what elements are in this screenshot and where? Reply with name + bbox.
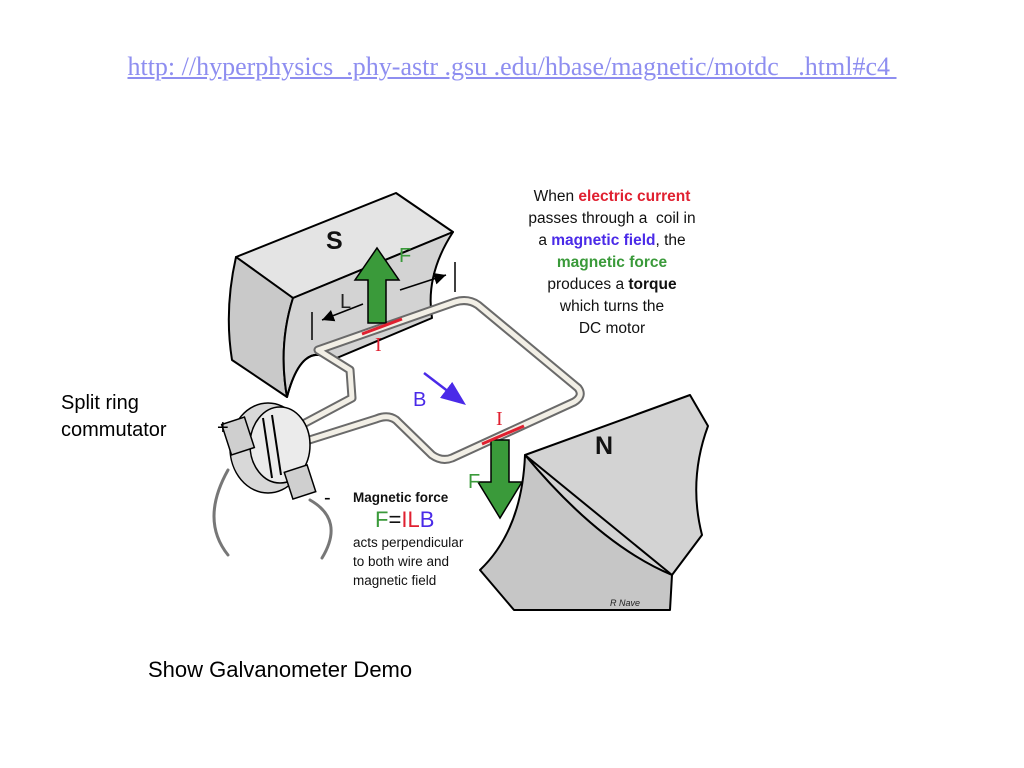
formula-l: L (407, 507, 420, 532)
caption-text: produces a (547, 276, 629, 293)
commutator-leads (212, 468, 333, 560)
pole-s-label: S (326, 227, 343, 255)
current-arrow-bottom (481, 424, 525, 446)
formula-b: B (419, 507, 435, 532)
commutator-label-line2: commutator (61, 419, 167, 441)
minus-terminal-label: - (324, 487, 331, 509)
field-arrow (423, 372, 466, 406)
split-ring-commutator (220, 402, 317, 500)
field-label: B (413, 389, 426, 411)
caption-highlight-current: electric current (578, 188, 691, 205)
caption-highlight-torque: torque (628, 276, 677, 293)
wire-coil (279, 296, 585, 464)
current-label-bottom: I (496, 408, 503, 430)
force-law-text: magnetic field (353, 573, 437, 588)
formula-equals: = (388, 507, 402, 532)
explanation-caption: When electric current passes through a c… (512, 186, 712, 340)
force-arrow-down (476, 439, 524, 520)
caption-text: a (538, 232, 552, 249)
commutator-label-line1: Split ring (61, 392, 139, 414)
caption-text: passes through a coil in (528, 210, 696, 227)
galvanometer-demo-link[interactable]: Show Galvanometer Demo (148, 657, 413, 682)
caption-text: When (533, 188, 579, 205)
pole-n-label: N (595, 432, 613, 460)
force-label-top: F (399, 245, 411, 267)
author-credit: R Nave (610, 598, 641, 608)
length-label: L (340, 291, 351, 313)
current-arrow-top (361, 317, 403, 336)
force-label-bottom: F (468, 471, 480, 493)
formula-f: F (375, 507, 389, 532)
current-label-top: I (375, 334, 382, 356)
force-law-text: to both wire and (353, 554, 450, 569)
commutator-label: Split ring commutator (61, 390, 167, 444)
caption-highlight-force: magnetic force (556, 254, 668, 271)
length-dimension (311, 262, 456, 340)
force-law-box: Magnetic force F=ILB acts perpendicular … (353, 488, 463, 590)
caption-text: which turns the (559, 298, 665, 315)
force-law-title: Magnetic force (353, 490, 449, 505)
plus-terminal-label: + (217, 417, 229, 439)
n-pole-magnet (479, 394, 709, 611)
force-arrow-up (353, 246, 401, 324)
caption-text: , the (655, 232, 686, 249)
force-law-text: acts perpendicular (353, 535, 464, 550)
caption-text: DC motor (578, 320, 646, 337)
caption-highlight-field: magnetic field (551, 232, 656, 249)
force-formula: F=ILB (353, 507, 463, 533)
source-link[interactable]: http: //hyperphysics .phy-astr .gsu .edu… (127, 52, 897, 81)
formula-i: I (401, 507, 408, 532)
